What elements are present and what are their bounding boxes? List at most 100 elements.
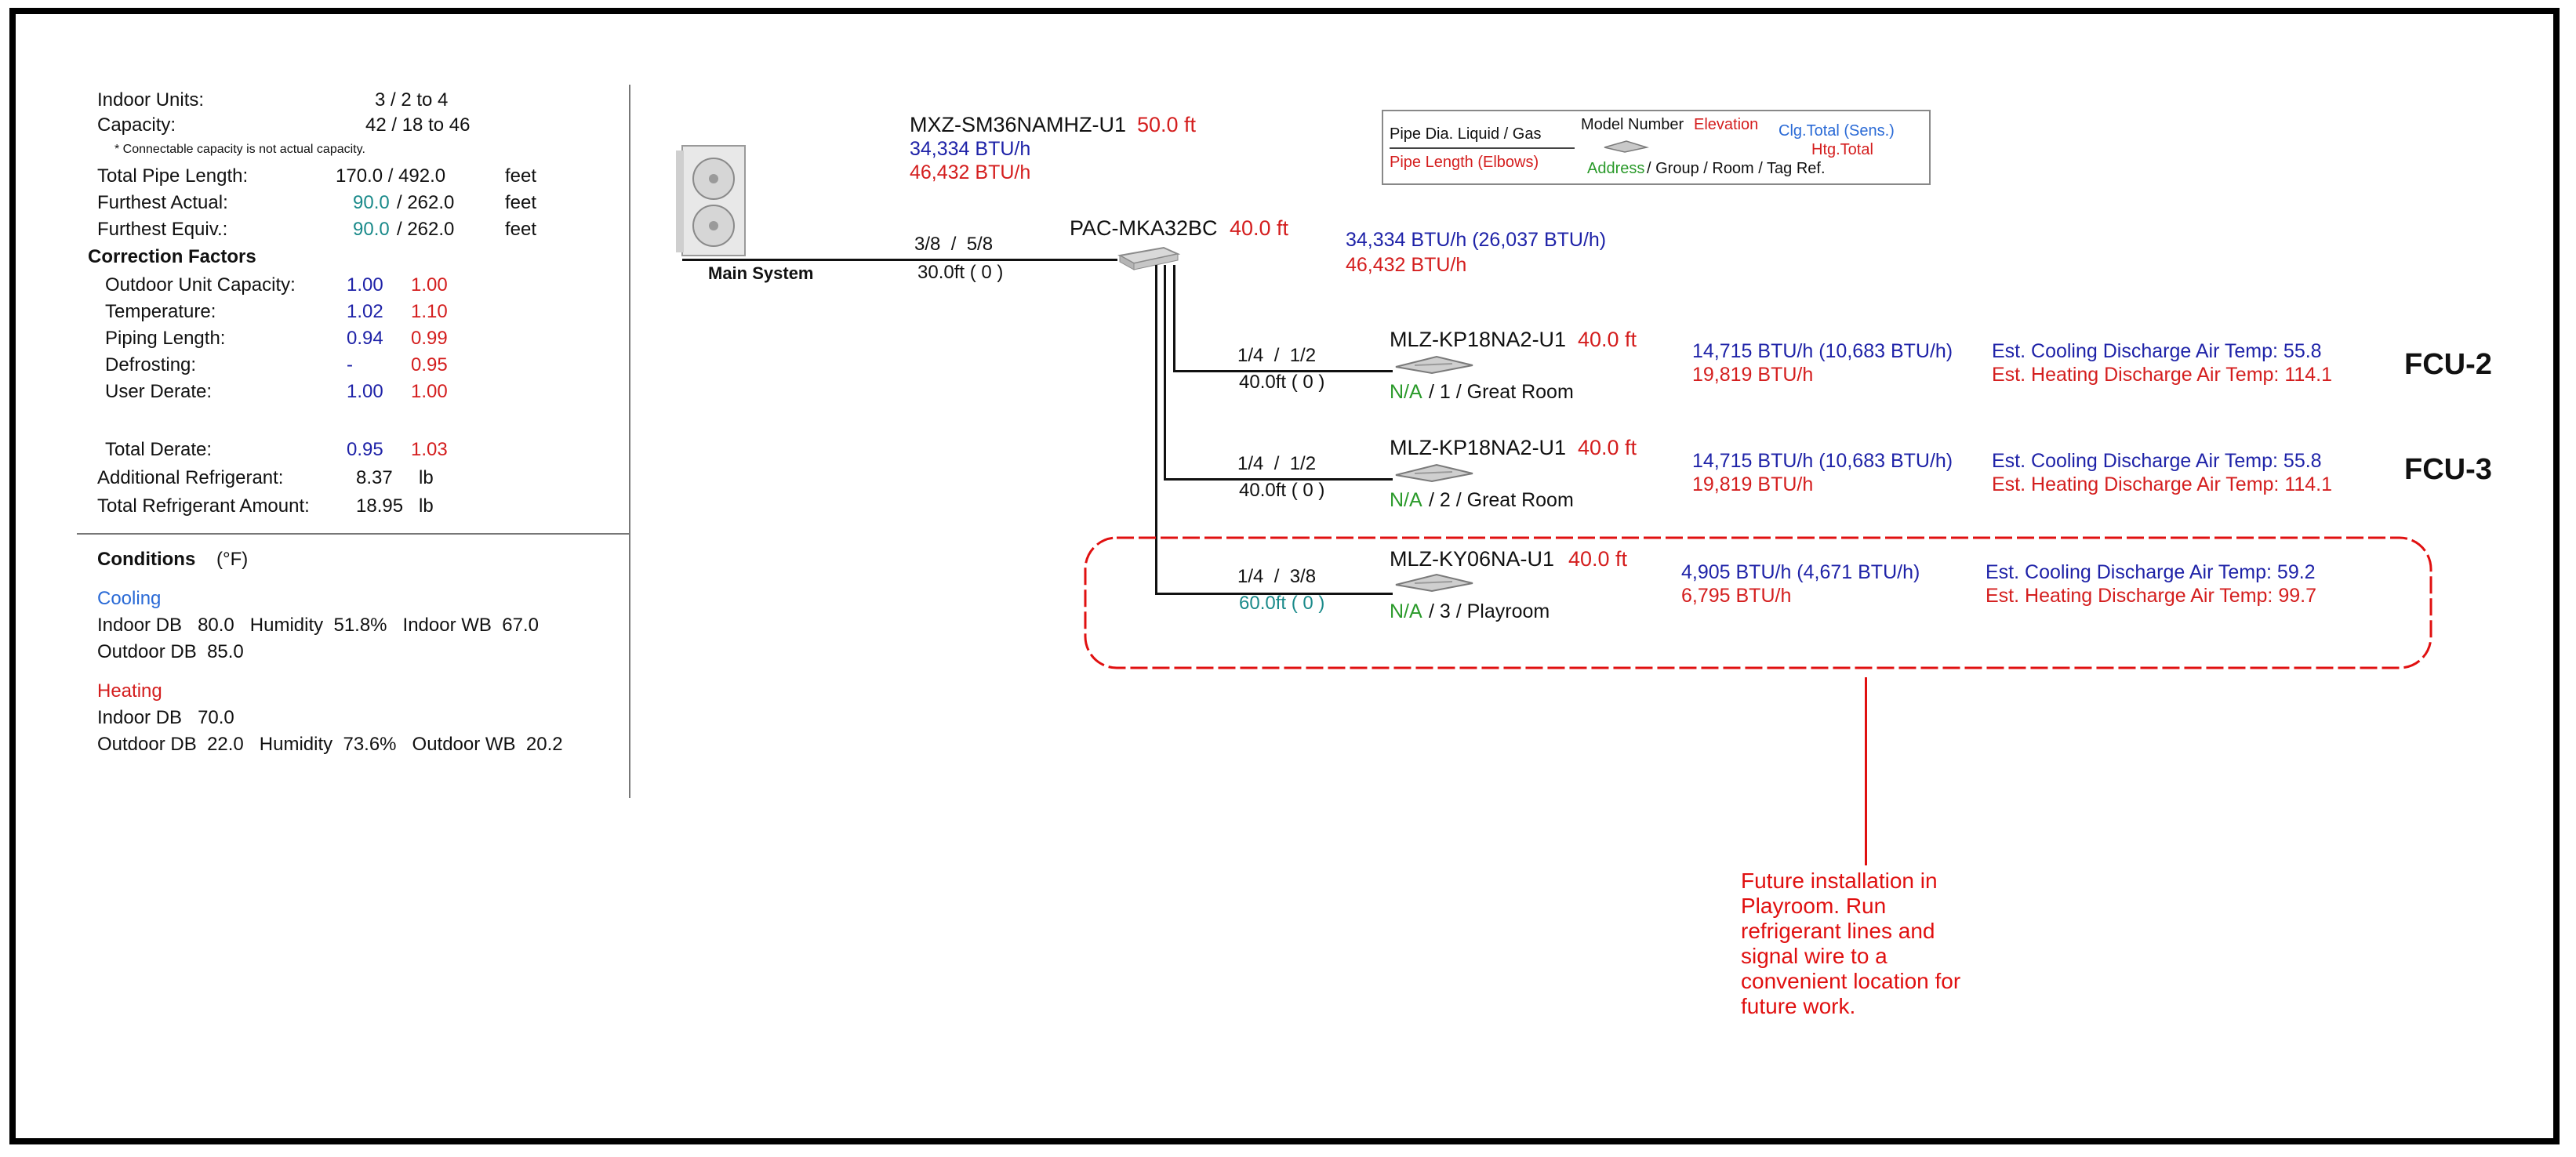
additional-refrigerant-unit: lb	[419, 467, 434, 489]
cooling-label: Cooling	[97, 588, 161, 610]
indoor-units-value: 3 / 2 to 4	[375, 89, 448, 111]
panel-divider	[77, 533, 630, 535]
legend-clg-total: Clg.Total (Sens.)	[1778, 122, 1895, 140]
factor-cool: 1.00	[347, 381, 383, 403]
unit-tag: FCU-3	[2404, 453, 2492, 487]
unit-room: / 3 / Playroom	[1429, 600, 1550, 623]
unit-heating-temp: Est. Heating Discharge Air Temp: 114.1	[1992, 473, 2332, 496]
cooling-line-2: Outdoor DB 85.0	[97, 641, 244, 663]
unit-pipe-diameter: 1/4 / 1/2	[1237, 345, 1316, 367]
additional-refrigerant-value: 8.37	[356, 467, 393, 489]
branch-box-icon	[1117, 245, 1181, 271]
correction-heading: Correction Factors	[88, 246, 256, 268]
factor-cool: 1.00	[347, 274, 383, 296]
main-pipe-length: 30.0ft ( 0 )	[917, 262, 1003, 284]
unit-room: / 2 / Great Room	[1429, 489, 1574, 512]
factor-label: Defrosting:	[105, 354, 196, 376]
main-pipe-diameter: 3/8 / 5/8	[914, 234, 993, 256]
capacity-note: * Connectable capacity is not actual cap…	[114, 143, 365, 157]
indoor-units-label: Indoor Units:	[97, 89, 204, 111]
furthest-actual-limit: / 262.0	[397, 192, 454, 214]
total-derate-cool: 0.95	[347, 439, 383, 461]
legend-htg-total: Htg.Total	[1811, 141, 1873, 159]
main-pipe-line	[682, 259, 1117, 261]
outdoor-elevation: 50.0 ft	[1137, 113, 1196, 137]
legend-pipe-dia: Pipe Dia. Liquid / Gas	[1390, 125, 1541, 143]
unit-pipe-length: 60.0ft ( 0 )	[1239, 593, 1324, 615]
total-pipe-value: 170.0 / 492.0	[336, 165, 445, 187]
heating-label: Heating	[97, 680, 162, 702]
heating-line-2: Outdoor DB 22.0 Humidity 73.6% Outdoor W…	[97, 734, 563, 756]
legend-address: Address	[1587, 160, 1644, 178]
furthest-equiv-unit: feet	[505, 219, 536, 241]
unit-address: N/A	[1390, 381, 1422, 404]
branch-box-cooling: 34,334 BTU/h (26,037 BTU/h)	[1346, 229, 1606, 252]
unit-cooling-temp: Est. Cooling Discharge Air Temp: 55.8	[1992, 340, 2322, 363]
unit-tag: FCU-2	[2404, 348, 2492, 382]
unit-heating: 19,819 BTU/h	[1692, 364, 1813, 386]
unit-elevation: 40.0 ft	[1578, 436, 1637, 460]
unit-cooling: 14,715 BTU/h (10,683 BTU/h)	[1692, 340, 1953, 363]
factor-label: Piping Length:	[105, 328, 225, 350]
legend-box: Pipe Dia. Liquid / Gas Pipe Length (Elbo…	[1382, 110, 1931, 185]
outdoor-cooling: 34,334 BTU/h	[910, 138, 1030, 161]
unit-heating: 6,795 BTU/h	[1681, 585, 1791, 608]
legend-elevation: Elevation	[1694, 116, 1758, 134]
unit-model: MLZ-KP18NA2-U1	[1390, 436, 1566, 460]
factor-label: Outdoor Unit Capacity:	[105, 274, 296, 296]
heating-line-1: Indoor DB 70.0	[97, 707, 234, 729]
unit-room: / 1 / Great Room	[1429, 381, 1574, 404]
furthest-equiv-limit: / 262.0	[397, 219, 454, 241]
cooling-line-1: Indoor DB 80.0 Humidity 51.8% Indoor WB …	[97, 615, 539, 637]
total-derate-heat: 1.03	[411, 439, 448, 461]
factor-heat: 1.00	[411, 381, 448, 403]
ceiling-cassette-icon	[1391, 354, 1476, 375]
factor-cool: -	[347, 354, 353, 376]
factor-label: Temperature:	[105, 301, 216, 323]
outdoor-heating: 46,432 BTU/h	[910, 161, 1030, 184]
factor-heat: 0.99	[411, 328, 448, 350]
legend-tail: / Group / Room / Tag Ref.	[1647, 160, 1826, 178]
unit-pipe-diameter: 1/4 / 3/8	[1237, 566, 1316, 588]
total-refrigerant-value: 18.95	[356, 495, 403, 517]
total-refrigerant-unit: lb	[419, 495, 434, 517]
unit-elevation: 40.0 ft	[1578, 328, 1637, 352]
additional-refrigerant-label: Additional Refrigerant:	[97, 467, 283, 489]
capacity-label: Capacity:	[97, 114, 176, 136]
unit-model: MLZ-KP18NA2-U1	[1390, 328, 1566, 352]
total-pipe-label: Total Pipe Length:	[97, 165, 248, 187]
unit-elevation: 40.0 ft	[1568, 547, 1627, 571]
panel-separator	[629, 85, 630, 798]
future-installation-note: Future installation in Playroom. Run ref…	[1741, 869, 1992, 1019]
branch-box-elevation: 40.0 ft	[1230, 216, 1288, 241]
factor-heat: 0.95	[411, 354, 448, 376]
unit-heating-temp: Est. Heating Discharge Air Temp: 114.1	[1992, 364, 2332, 386]
legend-cassette-icon	[1601, 140, 1650, 154]
unit-cooling-temp: Est. Cooling Discharge Air Temp: 59.2	[1986, 561, 2316, 584]
factor-heat: 1.10	[411, 301, 448, 323]
unit-address: N/A	[1390, 600, 1422, 623]
branch-box-heating: 46,432 BTU/h	[1346, 254, 1466, 277]
furthest-actual-value: 90.0	[353, 192, 390, 214]
furthest-actual-unit: feet	[505, 192, 536, 214]
furthest-equiv-value: 90.0	[353, 219, 390, 241]
unit-pipe-diameter: 1/4 / 1/2	[1237, 453, 1316, 475]
unit-heating: 19,819 BTU/h	[1692, 473, 1813, 496]
furthest-actual-label: Furthest Actual:	[97, 192, 228, 214]
unit-cooling: 14,715 BTU/h (10,683 BTU/h)	[1692, 450, 1953, 473]
unit-pipe-length: 40.0ft ( 0 )	[1239, 372, 1324, 394]
factor-cool: 1.02	[347, 301, 383, 323]
unit-cooling: 4,905 BTU/h (4,671 BTU/h)	[1681, 561, 1920, 584]
outdoor-model: MXZ-SM36NAMHZ-U1	[910, 113, 1126, 137]
legend-divider	[1390, 147, 1575, 149]
legend-pipe-length: Pipe Length (Elbows)	[1390, 154, 1539, 172]
total-pipe-unit: feet	[505, 165, 536, 187]
annotation-leader-line	[1865, 677, 1867, 865]
total-refrigerant-label: Total Refrigerant Amount:	[97, 495, 310, 517]
branch-box-model: PAC-MKA32BC	[1070, 216, 1218, 241]
branch-line-1	[1173, 265, 1175, 372]
factor-cool: 0.94	[347, 328, 383, 350]
unit-cooling-temp: Est. Cooling Discharge Air Temp: 55.8	[1992, 450, 2322, 473]
factor-label: User Derate:	[105, 381, 212, 403]
capacity-value: 42 / 18 to 46	[365, 114, 470, 136]
